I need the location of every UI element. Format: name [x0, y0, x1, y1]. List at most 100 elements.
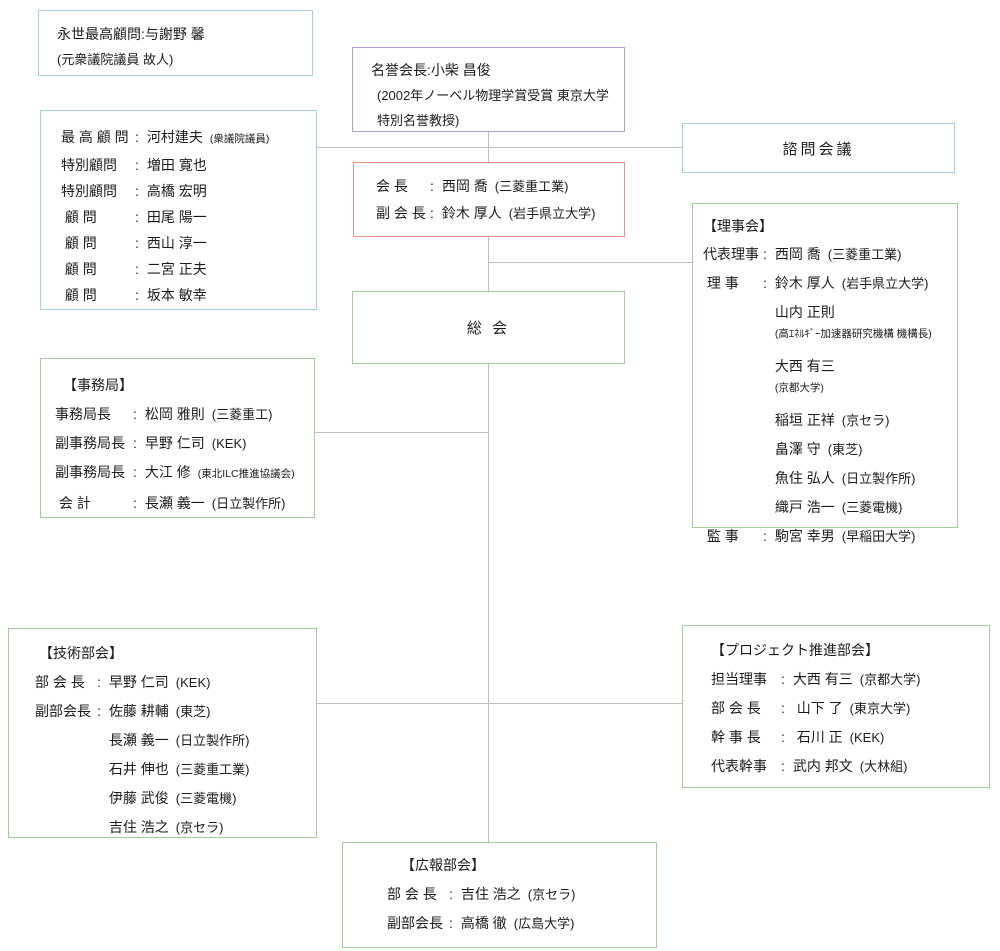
box-general-assembly: 総 会: [352, 291, 625, 364]
row-colon: :: [135, 129, 139, 145]
box-eternal-supreme-advisor: 永世最高顧問:与謝野 馨(元衆議院議員 故人): [38, 10, 313, 76]
row-label: 事務局長: [55, 406, 111, 422]
row-affiliation: (東北ILC推進協議会): [197, 468, 295, 480]
row-colon: :: [430, 177, 434, 194]
org-row: 監 事: 駒宮 幸男 (早稲田大学): [703, 522, 953, 551]
row-label: 会 長: [376, 177, 408, 194]
row-colon: :: [135, 235, 139, 251]
org-row: 顧 問:田尾 陽一: [61, 204, 310, 230]
org-row: 部 会 長:吉住 浩之(京セラ): [387, 880, 652, 909]
box-supreme-advisors: 最 高 顧 問:河村建夫(衆議院議員)特別顧問:増田 寛也特別顧問:高橋 宏明 …: [40, 110, 317, 310]
row-name: 稲垣 正祥: [774, 412, 835, 428]
row-colon: :: [781, 758, 785, 774]
box-public-relations-subcommittee: 【広報部会】部 会 長:吉住 浩之(京セラ)副部会長:高橋 徹(広島大学): [342, 842, 657, 948]
row-label: 部 会 長: [35, 674, 85, 690]
row-label: 監 事: [703, 528, 739, 544]
row-affiliation: (東芝): [827, 442, 863, 457]
box-label: 総 会: [466, 320, 511, 337]
row-label: 顧 問: [61, 287, 97, 303]
row-text: 【プロジェクト推進部会】: [711, 642, 879, 658]
row-name: 魚住 弘人: [774, 470, 835, 486]
org-row: (2002年ノーベル物理学賞受賞 東京大学特別名誉教授): [371, 83, 616, 133]
row-label: 副部会長: [35, 703, 91, 719]
connector-spine-soukai-koho: [488, 364, 489, 842]
row-affiliation: (早稲田大学): [841, 529, 916, 544]
row-affiliation: (東京大学): [849, 701, 911, 716]
row-label: 代表幹事: [711, 758, 767, 774]
row-label: 部 会 長: [387, 886, 437, 902]
box-label: 諮問会議: [782, 140, 855, 158]
box-advisory-council: 諮問会議: [682, 123, 955, 173]
box-secretariat: 【事務局】事務局長:松岡 雅則(三菱重工)副事務局長:早野 仁司(KEK)副事務…: [40, 358, 315, 518]
row-name: 松岡 雅則: [144, 406, 205, 422]
row-affiliation: (東芝): [175, 704, 211, 719]
org-row: :畠澤 守(東芝): [703, 435, 953, 464]
row-affiliation: (京都大学): [859, 672, 921, 687]
row-label: 会 計: [55, 495, 91, 511]
row-name: 山内 正則: [774, 304, 835, 320]
row-name: 長瀬 義一: [108, 732, 169, 748]
row-affiliation: (衆議院議員): [209, 133, 270, 145]
connector-h-spine-riji: [488, 262, 692, 263]
row-name: 大西 有三: [792, 671, 853, 687]
row-affiliation: (京セラ): [175, 820, 224, 835]
org-row: 部 会 長: 山下 了 (東京大学): [711, 694, 985, 723]
row-name: 大西 有三: [774, 358, 835, 374]
org-row: 顧 問:坂本 敏幸: [61, 282, 310, 308]
row-name: 鈴木 厚人: [774, 275, 835, 291]
row-name: 山下 了: [792, 700, 843, 716]
row-colon: :: [781, 729, 785, 745]
row-affiliation: (KEK): [175, 675, 211, 690]
row-affiliation: (三菱重工業): [175, 762, 250, 777]
connector-spine-kaicho-soukai: [488, 237, 489, 291]
row-colon: :: [135, 157, 139, 173]
row-text: 【技術部会】: [39, 645, 123, 661]
box-title: 【広報部会】: [387, 851, 652, 880]
row-label: 幹 事 長: [711, 729, 761, 745]
row-text: 【事務局】: [63, 377, 133, 393]
row-label: 理 事: [703, 275, 739, 291]
row-affiliation: (KEK): [211, 436, 247, 451]
row-colon: :: [135, 287, 139, 303]
row-label: 顧 問: [61, 209, 97, 225]
row-text: 名誉会長:小柴 昌俊: [371, 62, 491, 78]
org-row: 部 会 長:早野 仁司(KEK): [35, 668, 312, 697]
row-name: 鈴木 厚人: [441, 204, 502, 221]
row-label: 副部会長: [387, 915, 443, 931]
org-row: :吉住 浩之(京セラ): [35, 813, 312, 842]
row-text: 【広報部会】: [401, 857, 485, 873]
row-name: 武内 邦文: [792, 758, 853, 774]
row-label: 顧 問: [61, 261, 97, 277]
org-row: :大西 有三: [703, 352, 953, 380]
org-row: :長瀬 義一(日立製作所): [35, 726, 312, 755]
row-colon: :: [133, 435, 137, 451]
org-row: :稲垣 正祥(京セラ): [703, 406, 953, 435]
row-label: 顧 問: [61, 235, 97, 251]
connector-h-jimu-spine: [315, 432, 488, 433]
row-name: 高橋 徹: [460, 915, 507, 931]
row-label: 部 会 長: [711, 700, 761, 716]
org-row: 会 長:西岡 喬(三菱重工業): [376, 173, 624, 200]
org-row: 最 高 顧 問:河村建夫(衆議院議員): [61, 124, 310, 152]
row-name: 早野 仁司: [144, 435, 205, 451]
row-name: 西岡 喬: [441, 177, 488, 194]
row-affiliation: (日立製作所): [841, 471, 916, 486]
row-affiliation: (三菱電機): [175, 791, 237, 806]
row-affiliation: (三菱重工): [211, 407, 273, 422]
org-row: 永世最高顧問:与謝野 馨: [57, 22, 302, 47]
row-name: 吉住 浩之: [460, 886, 521, 902]
row-name: 長瀬 義一: [144, 495, 205, 511]
row-name: 西山 淳一: [146, 235, 207, 251]
row-colon: :: [781, 700, 785, 716]
box-title: 【事務局】: [55, 371, 310, 400]
row-label: 副 会 長: [376, 204, 426, 221]
row-label: 特別顧問: [61, 157, 117, 173]
row-name: 駒宮 幸男: [774, 528, 835, 544]
row-name: 西岡 喬: [774, 246, 821, 262]
row-name: 吉住 浩之: [108, 819, 169, 835]
row-colon: :: [133, 406, 137, 422]
org-row: :石井 伸也(三菱重工業): [35, 755, 312, 784]
org-row: 副部会長:佐藤 耕輔(東芝): [35, 697, 312, 726]
row-colon: :: [763, 528, 767, 544]
